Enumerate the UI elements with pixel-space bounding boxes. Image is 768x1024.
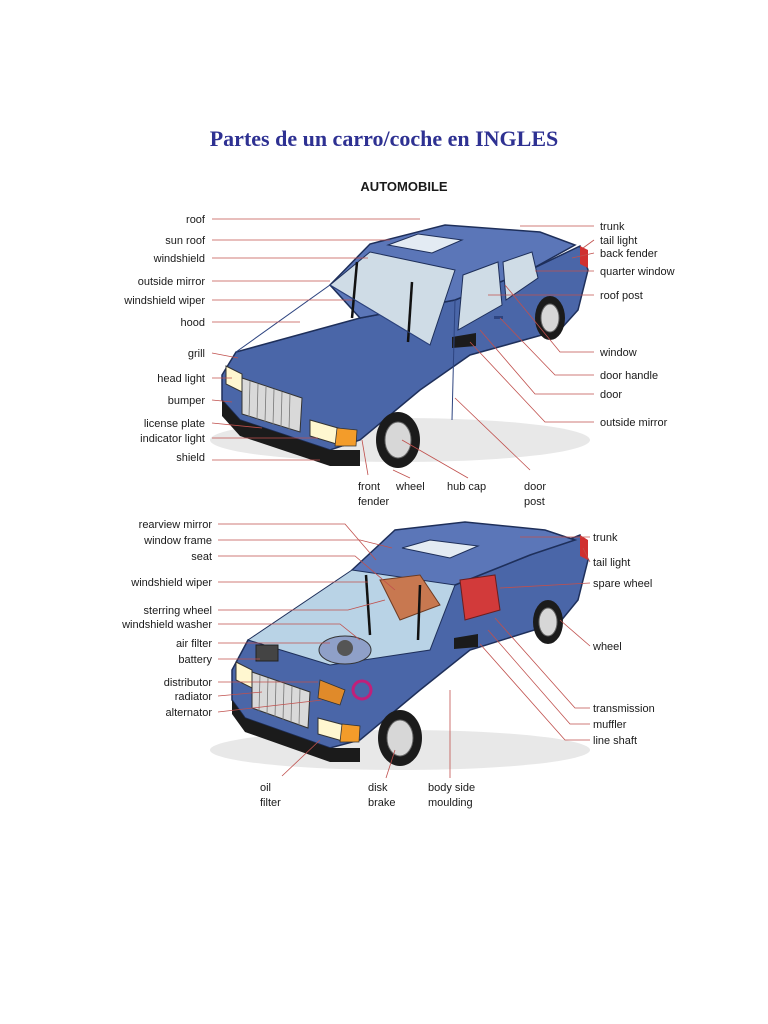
car-exterior-illustration — [210, 225, 590, 468]
label-line-shaft: line shaft — [593, 735, 637, 747]
label-sterring-wheel: sterring wheel — [144, 605, 212, 617]
label-battery: battery — [178, 654, 212, 666]
label-sun-roof: sun roof — [165, 235, 206, 247]
label-roof: roof — [186, 214, 206, 226]
label-rearview-mirror: rearview mirror — [139, 519, 213, 531]
interior-left-labels: rearview mirror window frame seat windsh… — [121, 519, 212, 719]
label-door-post-1: door — [524, 481, 546, 493]
label-oil-filter-2: filter — [260, 797, 281, 809]
label-grill: grill — [188, 348, 205, 360]
label-front-fender-1: front — [358, 481, 380, 493]
exterior-bottom-labels: front fender wheel hub cap door post — [358, 481, 546, 508]
label-outside-mirror: outside mirror — [138, 276, 206, 288]
label-muffler: muffler — [593, 719, 627, 731]
label-back-fender: back fender — [600, 248, 658, 260]
interior-bottom-labels: oil filter disk brake body side moulding — [260, 782, 475, 809]
label-tail-light: tail light — [600, 235, 637, 247]
label-radiator: radiator — [175, 691, 213, 703]
label-distributor: distributor — [164, 677, 213, 689]
car-interior-illustration — [210, 522, 590, 770]
label-windshield-wiper: windshield wiper — [123, 295, 205, 307]
label-body-side-moulding-1: body side — [428, 782, 475, 794]
label-spare-wheel: spare wheel — [593, 578, 652, 590]
label-wheel-interior: wheel — [592, 641, 622, 653]
label-disk-brake-1: disk — [368, 782, 388, 794]
label-hood: hood — [181, 317, 205, 329]
label-license-plate: license plate — [144, 418, 205, 430]
label-front-fender-2: fender — [358, 496, 390, 508]
label-bumper: bumper — [168, 395, 206, 407]
diagram-heading: AUTOMOBILE — [360, 179, 447, 194]
label-trunk: trunk — [600, 221, 625, 233]
label-head-light: head light — [157, 373, 205, 385]
label-hub-cap: hub cap — [447, 481, 486, 493]
label-shield: shield — [176, 452, 205, 464]
exterior-left-labels: roof sun roof windshield outside mirror … — [123, 214, 206, 464]
label-body-side-moulding-2: moulding — [428, 797, 473, 809]
label-alternator: alternator — [166, 707, 213, 719]
label-oil-filter-1: oil — [260, 782, 271, 794]
label-door-post-2: post — [524, 496, 545, 508]
label-indicator-light: indicator light — [140, 433, 205, 445]
label-windshield-wiper-interior: windshield wiper — [130, 577, 212, 589]
label-window: window — [599, 347, 637, 359]
label-door: door — [600, 389, 622, 401]
label-disk-brake-2: brake — [368, 797, 396, 809]
label-window-frame: window frame — [143, 535, 212, 547]
interior-right-labels: trunk tail light spare wheel wheel trans… — [592, 532, 655, 747]
exterior-right-labels: trunk tail light back fender quarter win… — [599, 221, 675, 429]
label-windshield: windshield — [153, 253, 205, 265]
label-transmission: transmission — [593, 703, 655, 715]
label-seat: seat — [191, 551, 212, 563]
label-outside-mirror-right: outside mirror — [600, 417, 668, 429]
label-tail-light-interior: tail light — [593, 557, 630, 569]
label-quarter-window: quarter window — [600, 266, 675, 278]
label-windshield-washer: windshield washer — [121, 619, 212, 631]
label-trunk-interior: trunk — [593, 532, 618, 544]
label-wheel: wheel — [395, 481, 425, 493]
label-door-handle: door handle — [600, 370, 658, 382]
label-air-filter: air filter — [176, 638, 212, 650]
label-roof-post: roof post — [600, 290, 643, 302]
